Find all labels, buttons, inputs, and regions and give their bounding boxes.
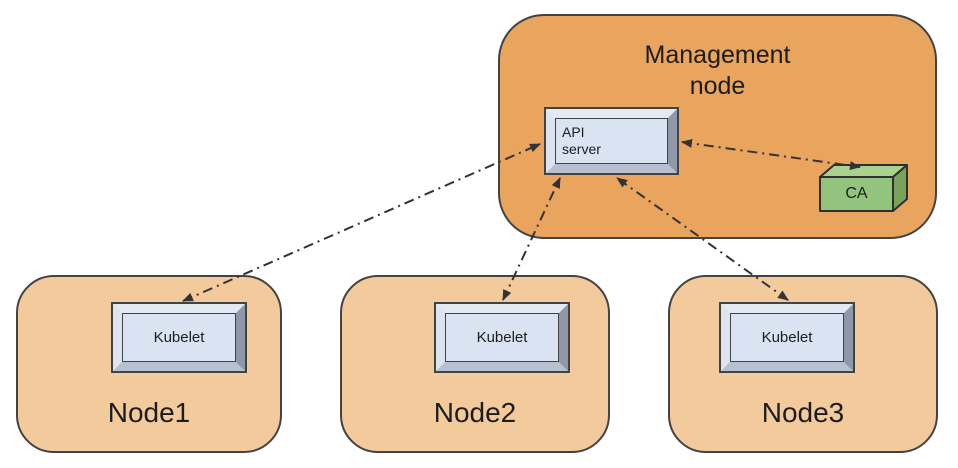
- api-server-label: API server: [562, 124, 601, 157]
- kubelet-bevel: [113, 304, 245, 371]
- kubelet-label-node2: Kubelet: [476, 329, 528, 346]
- kubelet-chip-node1: Kubelet: [111, 302, 247, 373]
- kubelet-face: Kubelet: [730, 313, 844, 362]
- ca-label: CA: [845, 185, 868, 202]
- kubelet-chip-node2: Kubelet: [434, 302, 570, 373]
- worker-node-3-label: Node3: [761, 397, 845, 428]
- kubelet-face: Kubelet: [122, 313, 236, 362]
- kubelet-chip-node3: Kubelet: [719, 302, 855, 373]
- ca-box: CA: [818, 163, 910, 213]
- worker-node-1-label: Node1: [107, 397, 191, 428]
- management-node-label: Management node: [644, 41, 791, 100]
- kubelet-label-node1: Kubelet: [153, 329, 205, 346]
- kubelet-face: Kubelet: [445, 313, 559, 362]
- api-server-bevel: [546, 109, 677, 173]
- api-server-face: API server: [555, 118, 668, 164]
- ca-box-shape: [819, 164, 908, 212]
- kubelet-label-node3: Kubelet: [761, 329, 813, 346]
- kubelet-bevel: [436, 304, 568, 371]
- ca-front-face: [819, 176, 894, 212]
- worker-node-2-label: Node2: [433, 397, 517, 428]
- api-server-chip: API server: [544, 107, 679, 175]
- kubelet-bevel: [721, 304, 853, 371]
